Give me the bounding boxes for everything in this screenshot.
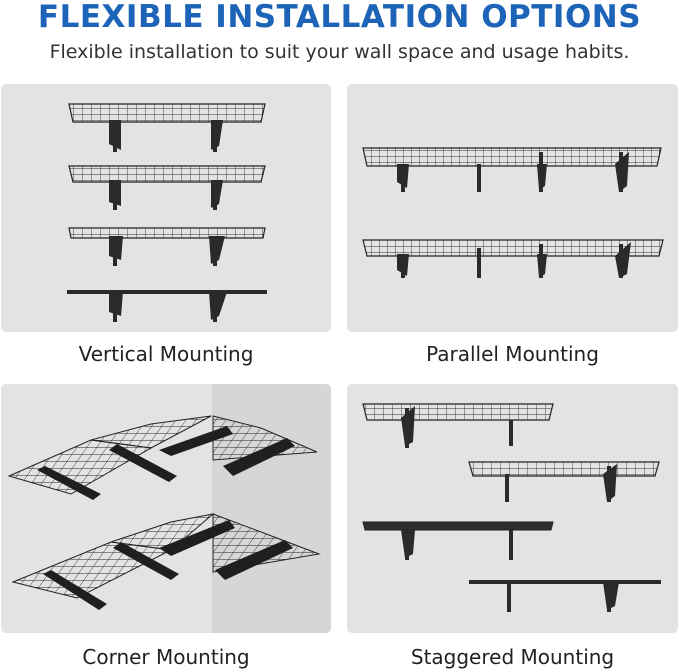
- wire-shelf-2: [68, 165, 266, 210]
- staggered-shelf-1: [362, 403, 554, 448]
- corner-mounting-image: [1, 384, 331, 633]
- staggered-shelves-illustration: [362, 403, 661, 612]
- staggered-shelf-3: [362, 521, 554, 560]
- page-title: FLEXIBLE INSTALLATION OPTIONS: [37, 0, 642, 35]
- staggered-mounting-image: [347, 384, 678, 633]
- parallel-shelves-illustration: [362, 147, 664, 278]
- corner-mounting-label: Corner Mounting: [82, 645, 250, 669]
- wire-shelf-4: [67, 290, 267, 322]
- lower-corner-shelves: [11, 513, 321, 610]
- parallel-mounting-label: Parallel Mounting: [426, 342, 599, 366]
- staggered-mounting-label: Staggered Mounting: [410, 645, 615, 669]
- wire-shelf-3: [68, 227, 266, 266]
- parallel-mounting-image: [347, 84, 678, 332]
- vertical-mounting-label: Vertical Mounting: [78, 342, 254, 366]
- upper-corner-shelves: [7, 415, 318, 500]
- wire-shelf-row-1: [362, 147, 662, 192]
- staggered-shelf-4: [469, 580, 661, 612]
- staggered-shelf-2: [468, 461, 660, 502]
- wire-shelf-1: [68, 103, 266, 152]
- wire-shelf-row-2: [362, 239, 664, 278]
- vertical-mounting-image: [1, 84, 331, 332]
- page-subtitle: Flexible installation to suit your wall …: [49, 41, 630, 63]
- corner-shelves-illustration: [7, 384, 331, 633]
- vertical-shelves-illustration: [67, 103, 267, 322]
